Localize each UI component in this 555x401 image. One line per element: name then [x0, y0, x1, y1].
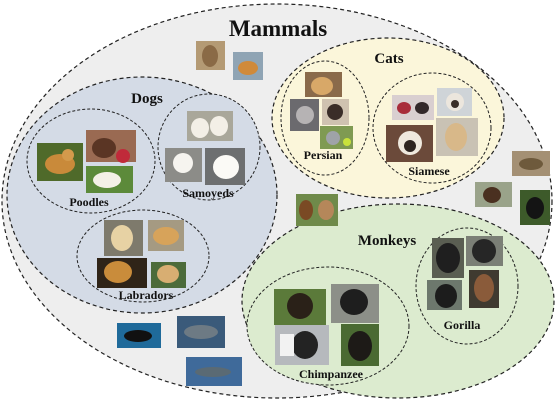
mammal-photo [196, 41, 225, 70]
persian-label: Persian [304, 148, 343, 162]
poodle-photo [86, 166, 133, 193]
samoyed-photo [187, 111, 233, 141]
siamese-label: Siamese [408, 164, 450, 178]
mammal-photo [512, 151, 550, 176]
siamese-photo [392, 95, 434, 120]
persian-photo [290, 99, 319, 131]
mammal-photo [233, 52, 263, 80]
labradors-label: Labradors [119, 288, 174, 302]
siamese-photo [437, 88, 472, 116]
samoyeds-label: Samoyeds [182, 186, 234, 200]
chimpanzee-photo [275, 325, 329, 365]
poodle-photo [37, 143, 83, 181]
dogs-label: Dogs [131, 91, 163, 107]
mammal-photo [475, 182, 512, 207]
chimpanzee-photo [331, 284, 379, 323]
monkeys-label: Monkeys [358, 233, 417, 249]
labrador-photo [97, 258, 147, 288]
chimpanzee-photo [274, 289, 326, 325]
chimpanzee-label: Chimpanzee [299, 367, 364, 381]
persian-photo [320, 126, 353, 149]
siamese-photo [386, 125, 433, 162]
gorilla-photo [427, 280, 462, 310]
mammals-title: Mammals [229, 16, 327, 41]
labrador-photo [104, 220, 143, 256]
mammal-photo [296, 194, 338, 226]
mammal-photo [117, 323, 161, 348]
mammal-photo [186, 357, 242, 386]
samoyed-photo [165, 148, 202, 182]
persian-photo [322, 99, 349, 125]
samoyed-photo [205, 148, 245, 185]
mammal-photo [177, 316, 225, 348]
gorilla-label: Gorilla [444, 318, 481, 332]
labrador-photo [148, 220, 184, 251]
poodles-label: Poodles [69, 195, 109, 209]
chimpanzee-photo [341, 324, 379, 366]
cats-label: Cats [374, 51, 403, 67]
gorilla-photo [466, 236, 503, 266]
mammal-photo [520, 190, 550, 225]
siamese-photo [436, 118, 478, 156]
gorilla-photo [469, 270, 499, 308]
labrador-photo [151, 262, 186, 288]
poodle-photo [86, 130, 136, 163]
gorilla-photo [432, 238, 464, 278]
persian-photo [305, 72, 342, 97]
